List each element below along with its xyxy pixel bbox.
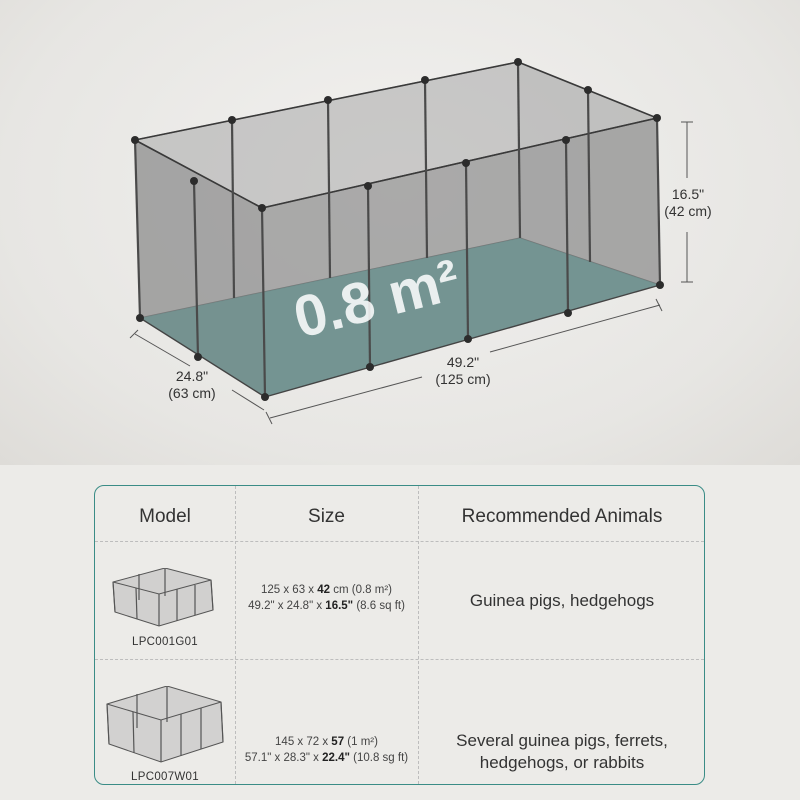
comparison-table: Model Size Recommended Animals LPC001G01… xyxy=(94,485,705,785)
header-animals: Recommended Animals xyxy=(461,506,663,527)
size-text: 125 x 63 x 42 cm (0.8 m²) 49.2" x 24.8" … xyxy=(248,584,405,612)
length-dimension-line xyxy=(265,298,663,425)
model-name: LPC007W01 xyxy=(131,771,199,783)
column-divider xyxy=(235,486,236,784)
length-label: 49.2" (125 cm) xyxy=(435,354,491,387)
product-hero-image: 0.8 m² 16.5" (42 cm) 49.2" (125 cm) 24.8… xyxy=(0,0,800,465)
model-name: LPC001G01 xyxy=(132,636,198,648)
model-thumbnail-large xyxy=(106,686,224,763)
width-dimension-line xyxy=(129,329,265,411)
playpen-illustration: 0.8 m² xyxy=(129,58,693,425)
width-label: 24.8" (63 cm) xyxy=(168,368,216,401)
height-dimension-line xyxy=(681,121,693,283)
row-divider xyxy=(95,659,704,660)
height-label: 16.5" (42 cm) xyxy=(664,186,712,219)
recommended-animals: Guinea pigs, hedgehogs xyxy=(469,591,655,610)
size-text: 145 x 72 x 57 (1 m²) 57.1" x 28.3" x 22.… xyxy=(244,736,409,764)
row-divider xyxy=(95,541,704,542)
header-size: Size xyxy=(308,506,345,527)
recommended-animals: Several guinea pigs, ferrets, hedgehogs,… xyxy=(456,731,668,772)
comparison-section: Model Size Recommended Animals LPC001G01… xyxy=(0,465,800,800)
column-divider xyxy=(418,486,419,784)
model-thumbnail-small xyxy=(112,568,214,627)
header-model: Model xyxy=(139,506,191,527)
